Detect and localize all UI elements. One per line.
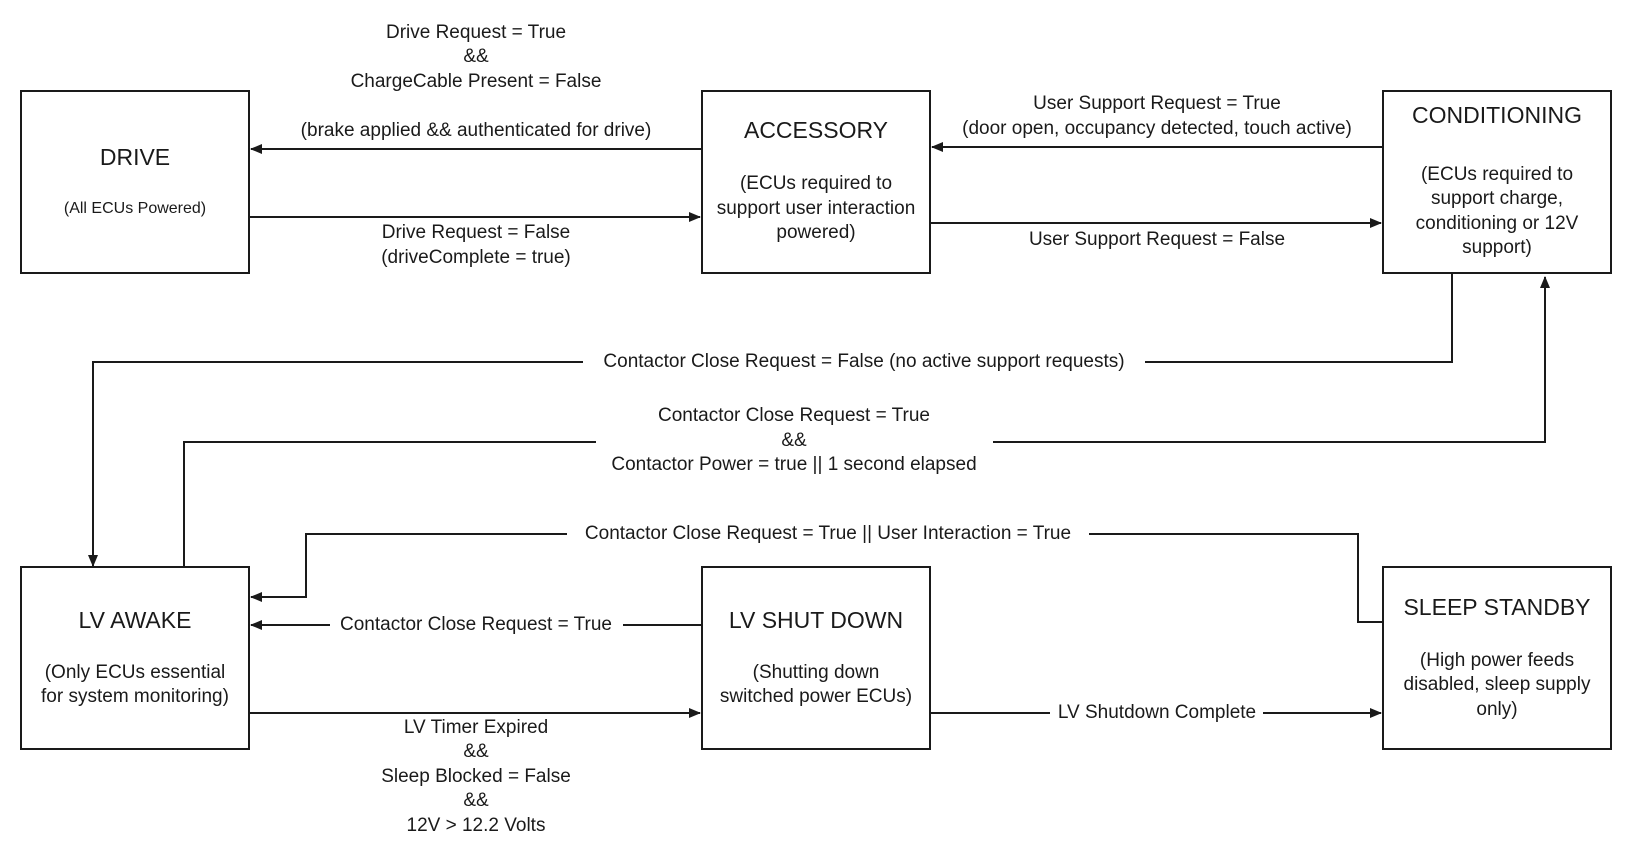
edge-label: && (463, 741, 489, 762)
edge-label: && (463, 790, 489, 811)
state-title: DRIVE (100, 144, 170, 170)
edge-label: Contactor Power = true || 1 second elaps… (611, 454, 976, 475)
edge-label: User Support Request = True (1033, 93, 1281, 114)
edge-label: LV Timer Expired (404, 717, 548, 738)
edge-label: Drive Request = False (382, 222, 571, 243)
state-description: support charge, (1431, 188, 1563, 209)
state-description: only) (1476, 699, 1517, 720)
edge-label: Sleep Blocked = False (381, 766, 571, 787)
edge-label: Contactor Close Request = False (no acti… (603, 351, 1124, 372)
edge-label: (brake applied && authenticated for driv… (301, 120, 652, 141)
state-drive[interactable]: DRIVE (All ECUs Powered) (20, 90, 250, 274)
state-description: support) (1462, 237, 1532, 258)
state-sleep-standby[interactable]: SLEEP STANDBY (High power feeds disabled… (1382, 566, 1612, 750)
edge-label: LV Shutdown Complete (1058, 702, 1256, 723)
state-description: disabled, sleep supply (1404, 674, 1591, 695)
state-description: (All ECUs Powered) (64, 200, 206, 217)
edge-label: 12V > 12.2 Volts (407, 815, 546, 836)
edge-labels: Drive Request = True && ChargeCable Pres… (301, 22, 1352, 836)
state-title: LV AWAKE (79, 607, 192, 633)
edge-label: Drive Request = True (386, 22, 566, 43)
state-description: (Shutting down (753, 662, 880, 683)
state-title: ACCESSORY (744, 117, 888, 143)
state-conditioning[interactable]: CONDITIONING (ECUs required to support c… (1382, 90, 1612, 274)
edge-label: Contactor Close Request = True (658, 405, 930, 426)
state-accessory[interactable]: ACCESSORY (ECUs required to support user… (701, 90, 931, 274)
edge-label: User Support Request = False (1029, 229, 1285, 250)
state-description: switched power ECUs) (720, 686, 912, 707)
state-title: LV SHUT DOWN (729, 607, 903, 633)
state-title: SLEEP STANDBY (1403, 594, 1590, 620)
edge-label-backgrounds (330, 351, 1263, 723)
state-description: conditioning or 12V (1416, 213, 1579, 234)
state-lv-shutdown[interactable]: LV SHUT DOWN (Shutting down switched pow… (701, 566, 931, 750)
edge-label: (driveComplete = true) (381, 247, 571, 268)
state-description: (High power feeds (1420, 650, 1574, 671)
state-description: for system monitoring) (41, 686, 229, 707)
state-description: (ECUs required to (740, 173, 892, 194)
edge-label: ChargeCable Present = False (351, 71, 602, 92)
edge-label: && (781, 430, 807, 451)
state-lv-awake[interactable]: LV AWAKE (Only ECUs essential for system… (20, 566, 250, 750)
state-description: (Only ECUs essential (45, 662, 226, 683)
edge-label: (door open, occupancy detected, touch ac… (962, 118, 1352, 139)
state-description: support user interaction (717, 198, 916, 219)
state-description: powered) (776, 222, 855, 243)
edge-label: && (463, 46, 489, 67)
edge-label: Contactor Close Request = True (340, 614, 612, 635)
edge-label: Contactor Close Request = True || User I… (585, 523, 1071, 544)
state-title: CONDITIONING (1412, 102, 1582, 128)
state-description: (ECUs required to (1421, 164, 1573, 185)
